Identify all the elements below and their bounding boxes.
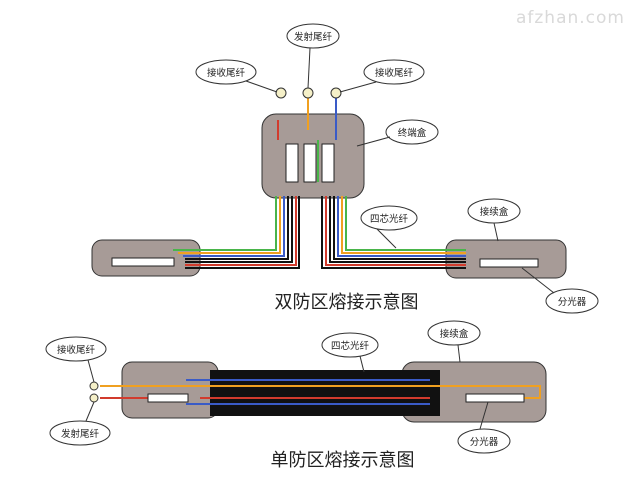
single-fibers (100, 379, 541, 405)
dual-callouts (195, 23, 599, 314)
label-splitter: 分光器 (558, 296, 587, 308)
label-rx-pigtail-left: 接收尾纤 (207, 67, 246, 79)
label-single-tx-pigtail: 发射尾纤 (61, 428, 100, 440)
callout-splitter (545, 288, 599, 314)
callout-four-core-fiber (360, 205, 418, 231)
label-single-splice-box: 接续盒 (440, 328, 469, 340)
label-four-core-fiber: 四芯光纤 (370, 213, 409, 225)
right-fiber-bundle (321, 196, 466, 269)
watermark: afzhan.com (515, 8, 625, 28)
callout-rx-pigtail-right (363, 59, 425, 85)
callout-tx-pigtail (286, 23, 340, 49)
label-single-four-core: 四芯光纤 (331, 340, 370, 352)
single-pigtails (89, 381, 99, 403)
pigtail-connectors (275, 87, 342, 99)
callout-terminal-box (385, 119, 439, 145)
cable-body (210, 370, 440, 416)
single-callouts (45, 320, 511, 454)
left-fiber-bundle (173, 196, 300, 269)
left-splitter (111, 257, 175, 267)
label-terminal-box: 终端盒 (398, 127, 427, 139)
single-diagram-title: 单防区熔接示意图 (270, 450, 415, 471)
terminal-connectors (277, 98, 337, 183)
label-splice-box: 接续盒 (480, 206, 509, 218)
single-right-splitter (465, 393, 525, 403)
label-tx-pigtail: 发射尾纤 (294, 31, 333, 43)
right-splitter (479, 258, 539, 268)
label-rx-pigtail-right: 接收尾纤 (375, 67, 414, 79)
label-single-splitter: 分光器 (470, 436, 499, 448)
dual-diagram-title: 双防区熔接示意图 (274, 292, 419, 313)
single-left-box (121, 361, 219, 419)
callout-rx-pigtail-left (195, 59, 257, 85)
label-single-rx-pigtail: 接收尾纤 (57, 344, 96, 356)
single-left-splitter (147, 393, 189, 403)
